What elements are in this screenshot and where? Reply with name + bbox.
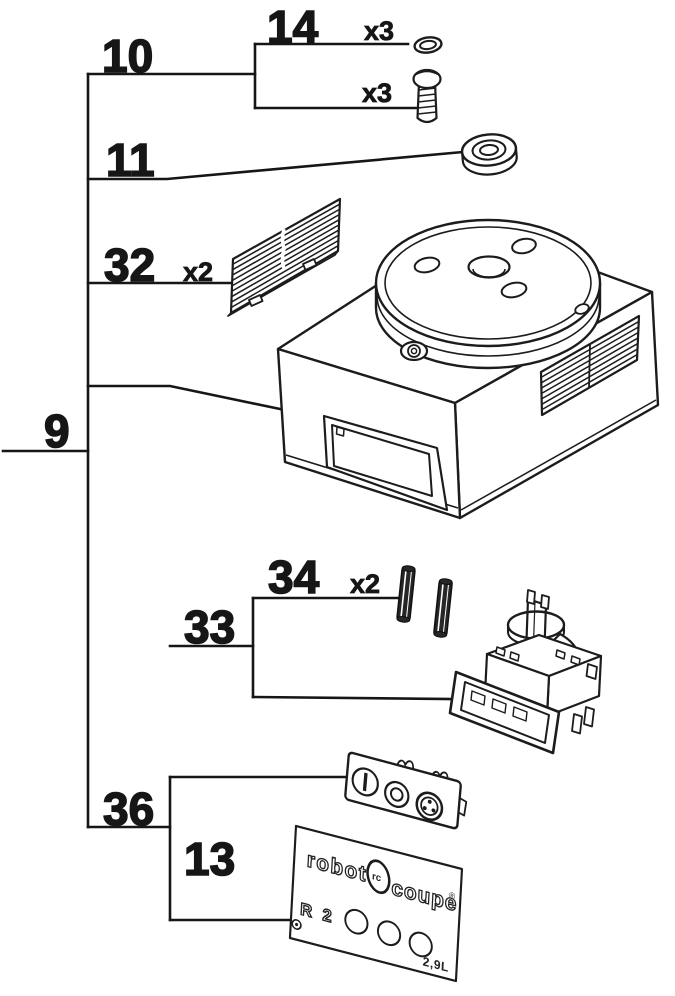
callout-33-label: 33 (184, 601, 235, 653)
indicator-ring (384, 780, 410, 809)
top-face-screw-hole (574, 303, 590, 315)
callout-14-washer-qty: x3 (364, 16, 394, 46)
platform-hole-left (413, 256, 441, 274)
platform-hole-rear (511, 237, 537, 255)
pin-drawing-1 (396, 565, 416, 623)
pin-drawing-2 (433, 578, 453, 638)
callout-14-label: 14 (267, 1, 319, 53)
side-vent (539, 314, 641, 417)
callout-14-screw-qty: x3 (362, 78, 392, 108)
leader-line-11 (86, 150, 465, 181)
motor-base-drawing (276, 218, 660, 520)
callout-36-label: 36 (103, 783, 154, 835)
platform-hole-front (500, 281, 528, 299)
emblem-monogram: rc (372, 871, 382, 884)
switch-assembly-drawing (448, 589, 603, 755)
leader-line-33 (251, 695, 454, 701)
platform (374, 218, 602, 370)
washer-drawing (413, 36, 443, 54)
callout-34-label: 34 (268, 551, 320, 603)
callout-9-label: 9 (44, 405, 70, 457)
callout-13-label: 13 (184, 833, 235, 885)
grille-tab-right (302, 258, 318, 271)
switch-leg (583, 706, 595, 728)
capacity-text: 2,9L (422, 954, 449, 975)
bearing-drawing (460, 133, 518, 176)
callout-34-qty: x2 (350, 569, 380, 599)
nameplate-drawing: robot rc coupe ® R 2 2,9L (288, 824, 464, 983)
nameplate-bullseye (291, 919, 302, 930)
brand-emblem: rc (366, 859, 391, 895)
leader-line-9-body (86, 384, 282, 411)
power-button (351, 767, 379, 797)
registered-mark: ® (449, 890, 456, 902)
nameplate-circle (376, 920, 402, 947)
nameplate-circle (344, 908, 369, 935)
callout-10-label: 10 (102, 30, 153, 82)
platform-ear (399, 340, 429, 362)
switch-leg (571, 713, 583, 735)
selector-knob (415, 791, 444, 822)
callout-11-label: 11 (106, 134, 155, 186)
callout-32-label: 32 (104, 239, 155, 291)
grille-tab-bottom (248, 294, 264, 307)
leader-lines (1, 42, 465, 922)
screw-drawing (412, 68, 442, 124)
callout-32-qty: x2 (183, 257, 213, 287)
nameplate-circle (408, 931, 433, 958)
control-panel-recess (322, 414, 449, 512)
vent-grille-drawing (227, 197, 342, 317)
switch-plate-drawing (344, 751, 468, 830)
center-hole (467, 255, 511, 279)
